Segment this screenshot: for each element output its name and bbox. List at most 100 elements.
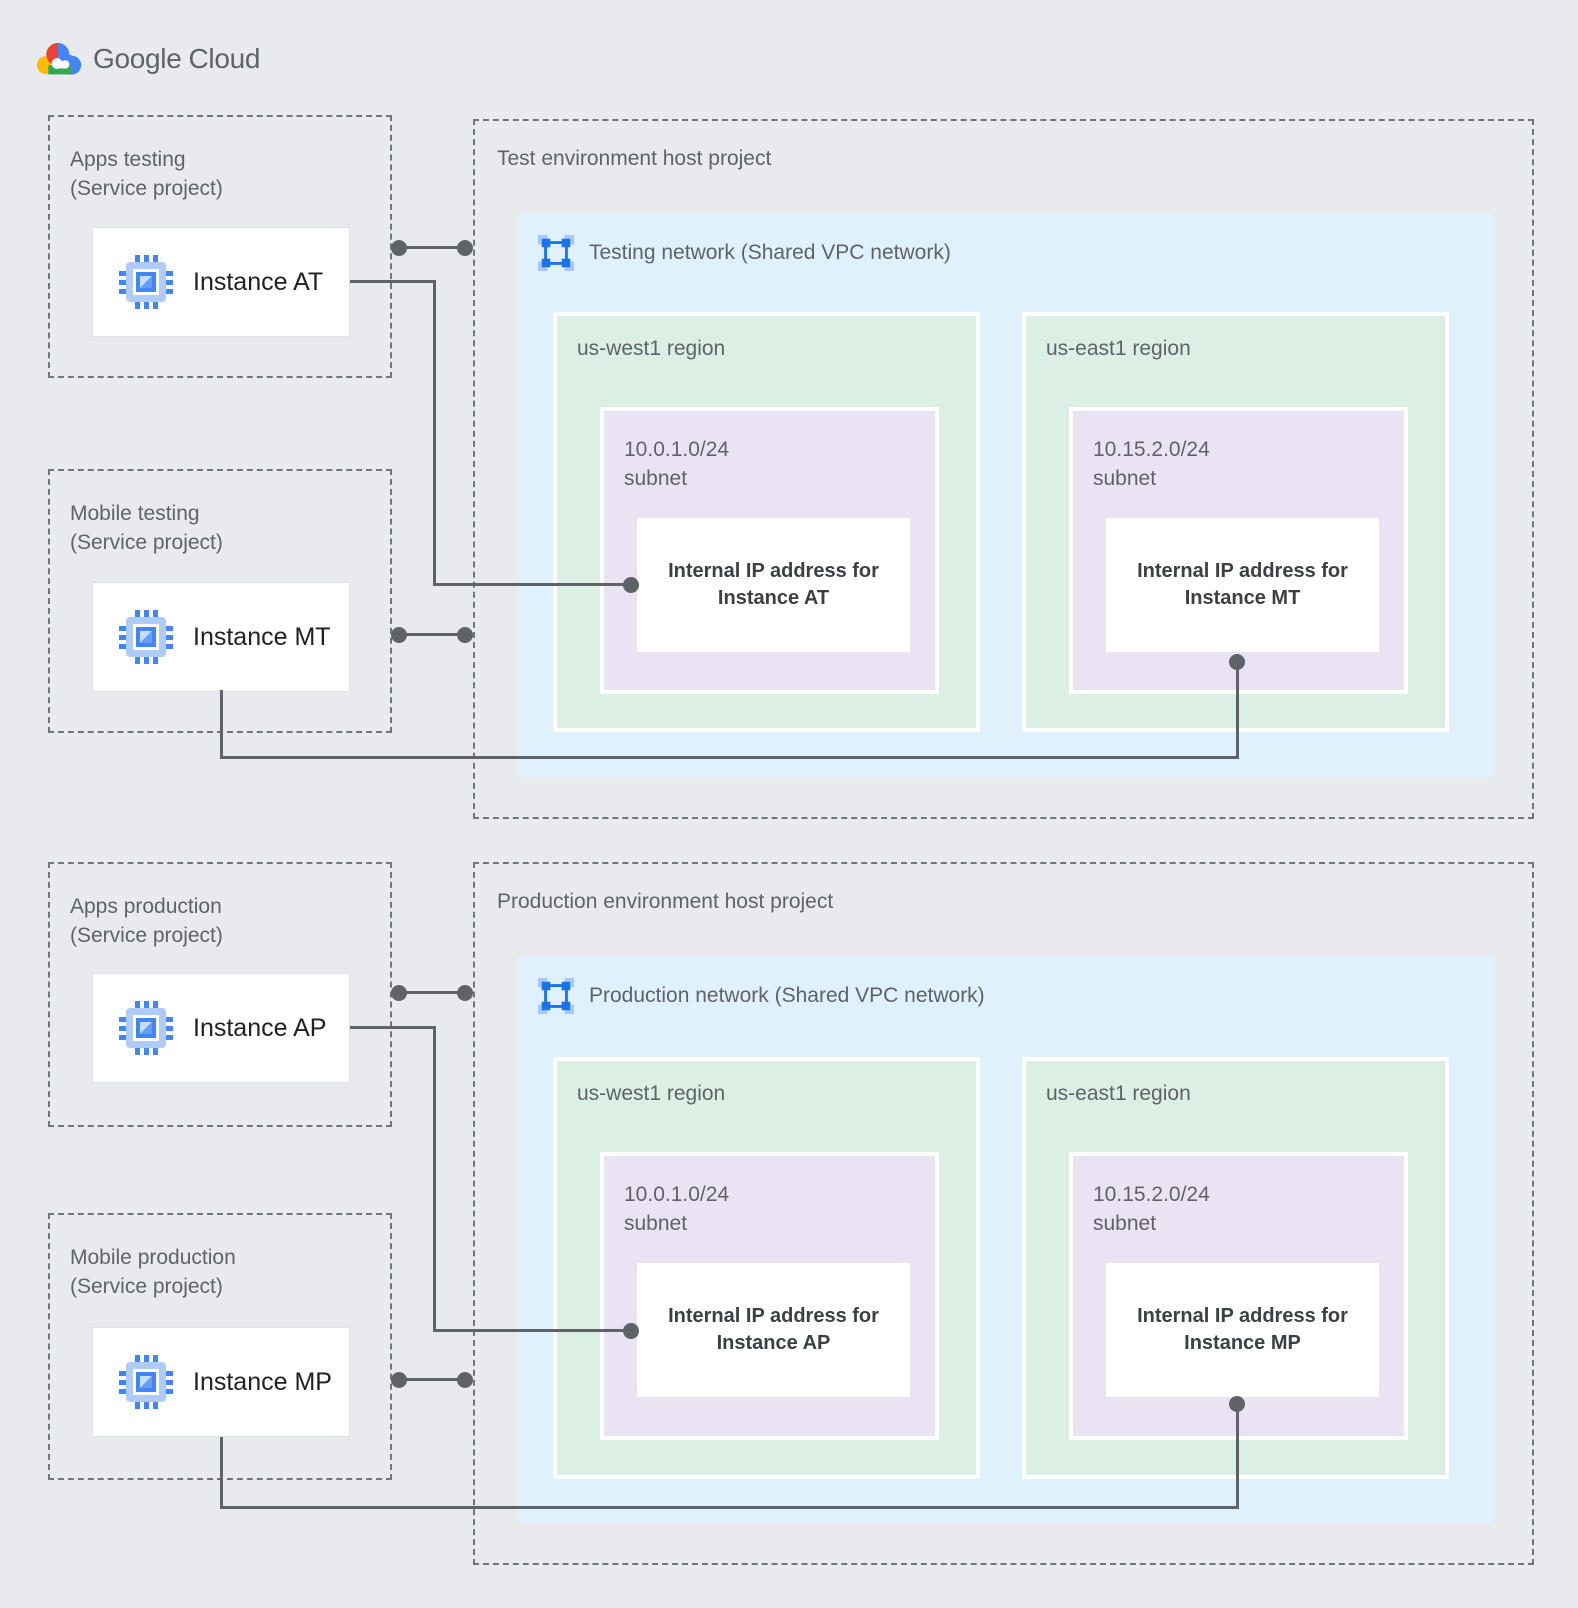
connector-at-segment-2 — [433, 280, 436, 586]
connector-mp-segment-2 — [220, 1506, 1239, 1509]
subnet-label: 10.0.1.0/24 subnet — [624, 1180, 729, 1238]
region-label: us-east1 region — [1046, 337, 1191, 360]
internal-ip-label-line1: Internal IP address for — [1137, 560, 1348, 582]
internal-ip-label-line1: Internal IP address for — [668, 560, 879, 582]
subnet-box: 10.0.1.0/24 subnet Internal IP address f… — [600, 407, 939, 694]
subnet-cidr: 10.0.1.0/24 — [624, 1183, 730, 1206]
instance-label: Instance MT — [193, 622, 331, 651]
connector-peering-ap-line — [399, 991, 465, 994]
compute-engine-icon — [119, 255, 173, 309]
internal-ip-box-ap: Internal IP address for Instance AP — [636, 1262, 911, 1398]
host-project-production: Production environment host project Prod… — [473, 862, 1534, 1565]
compute-engine-icon — [119, 610, 173, 664]
connector-peering-mt-dot-right — [457, 627, 473, 643]
vpc-network-label: Testing network (Shared VPC network) — [589, 241, 951, 264]
instance-card-ap: Instance AP — [92, 973, 350, 1083]
connector-peering-mp-dot-left — [391, 1372, 407, 1388]
service-project-apps-testing: Apps testing (Service project) — [48, 115, 392, 378]
subnet-cidr: 10.15.2.0/24 — [1093, 438, 1210, 461]
connector-mt-segment-3 — [1236, 662, 1239, 759]
connector-mp-endpoint-dot — [1229, 1396, 1245, 1412]
vpc-network-header: Production network (Shared VPC network) — [537, 977, 985, 1015]
connector-peering-ap-dot-right — [457, 985, 473, 1001]
internal-ip-box-at: Internal IP address for Instance AT — [636, 517, 911, 653]
connector-mp-segment-3 — [1236, 1404, 1239, 1509]
logo-product: Cloud — [188, 43, 261, 74]
connector-at-segment-3 — [433, 583, 631, 586]
vpc-network-box-production: Production network (Shared VPC network) … — [518, 957, 1494, 1522]
subnet-box: 10.0.1.0/24 subnet Internal IP address f… — [600, 1152, 939, 1440]
internal-ip-label-line2: Instance AT — [717, 587, 830, 609]
subnet-label: 10.0.1.0/24 subnet — [624, 435, 729, 493]
service-project-title: Mobile production (Service project) — [70, 1243, 236, 1301]
service-project-title-line1: Mobile testing — [70, 502, 200, 525]
service-project-mobile-production: Mobile production (Service project) — [48, 1213, 392, 1480]
subnet-cidr: 10.0.1.0/24 — [624, 438, 730, 461]
service-project-title-line2: (Service project) — [70, 1275, 223, 1298]
subnet-word: subnet — [624, 467, 688, 490]
instance-card-mt: Instance MT — [92, 582, 350, 692]
internal-ip-label-line2: Instance AP — [716, 1332, 831, 1354]
vpc-network-header: Testing network (Shared VPC network) — [537, 234, 951, 272]
subnet-box: 10.15.2.0/24 subnet Internal IP address … — [1069, 407, 1408, 694]
region-label: us-west1 region — [577, 337, 726, 360]
logo-brand: Google — [93, 43, 182, 74]
connector-ap-endpoint-dot — [623, 1323, 639, 1339]
vpc-network-label: Production network (Shared VPC network) — [589, 984, 985, 1007]
vpc-network-box-testing: Testing network (Shared VPC network) us-… — [518, 214, 1494, 777]
connector-at-endpoint-dot — [623, 577, 639, 593]
connector-peering-at-line — [399, 246, 465, 249]
connector-at-segment-1 — [350, 280, 436, 283]
connector-peering-ap-dot-left — [391, 985, 407, 1001]
service-project-title: Apps testing (Service project) — [70, 145, 223, 203]
host-project-title: Test environment host project — [497, 147, 772, 170]
instance-label: Instance AT — [193, 267, 324, 296]
connector-mt-segment-2 — [220, 756, 1239, 759]
connector-peering-mp-line — [399, 1378, 465, 1381]
google-cloud-logo-icon — [36, 40, 82, 78]
connector-peering-mt-line — [399, 633, 465, 636]
connector-mt-endpoint-dot — [1229, 654, 1245, 670]
instance-card-mp: Instance MP — [92, 1327, 350, 1437]
compute-engine-icon — [119, 1001, 173, 1055]
subnet-word: subnet — [1093, 1212, 1157, 1235]
region-us-west1: us-west1 region 10.0.1.0/24 subnet Inter… — [553, 312, 980, 732]
connector-peering-at-dot-right — [457, 240, 473, 256]
vpc-network-icon — [537, 234, 575, 272]
subnet-box: 10.15.2.0/24 subnet Internal IP address … — [1069, 1152, 1408, 1440]
internal-ip-box-mp: Internal IP address for Instance MP — [1105, 1262, 1380, 1398]
connector-peering-mt-dot-left — [391, 627, 407, 643]
compute-engine-icon — [119, 1355, 173, 1409]
instance-label: Instance AP — [193, 1013, 327, 1042]
internal-ip-label-line2: Instance MP — [1184, 1332, 1301, 1354]
host-project-title: Production environment host project — [497, 890, 834, 913]
subnet-cidr: 10.15.2.0/24 — [1093, 1183, 1210, 1206]
internal-ip-box-mt: Internal IP address for Instance MT — [1105, 517, 1380, 653]
service-project-title: Mobile testing (Service project) — [70, 499, 223, 557]
service-project-title-line2: (Service project) — [70, 924, 223, 947]
subnet-label: 10.15.2.0/24 subnet — [1093, 435, 1210, 493]
subnet-word: subnet — [1093, 467, 1157, 490]
region-us-west1: us-west1 region 10.0.1.0/24 subnet Inter… — [553, 1057, 980, 1479]
connector-ap-segment-1 — [350, 1026, 436, 1029]
subnet-word: subnet — [624, 1212, 688, 1235]
connector-peering-at-dot-left — [391, 240, 407, 256]
region-label: us-west1 region — [577, 1082, 726, 1105]
vpc-network-icon — [537, 977, 575, 1015]
service-project-title-line2: (Service project) — [70, 177, 223, 200]
instance-label: Instance MP — [193, 1367, 332, 1396]
connector-peering-mp-dot-right — [457, 1372, 473, 1388]
service-project-title-line2: (Service project) — [70, 531, 223, 554]
subnet-label: 10.15.2.0/24 subnet — [1093, 1180, 1210, 1238]
connector-ap-segment-2 — [433, 1026, 436, 1332]
internal-ip-label-line1: Internal IP address for — [1137, 1305, 1348, 1327]
service-project-title-line1: Mobile production — [70, 1246, 236, 1269]
host-project-test: Test environment host project Testing ne… — [473, 119, 1534, 819]
service-project-title-line1: Apps testing — [70, 148, 186, 171]
internal-ip-label-line1: Internal IP address for — [668, 1305, 879, 1327]
region-label: us-east1 region — [1046, 1082, 1191, 1105]
connector-mt-segment-1 — [220, 690, 223, 759]
